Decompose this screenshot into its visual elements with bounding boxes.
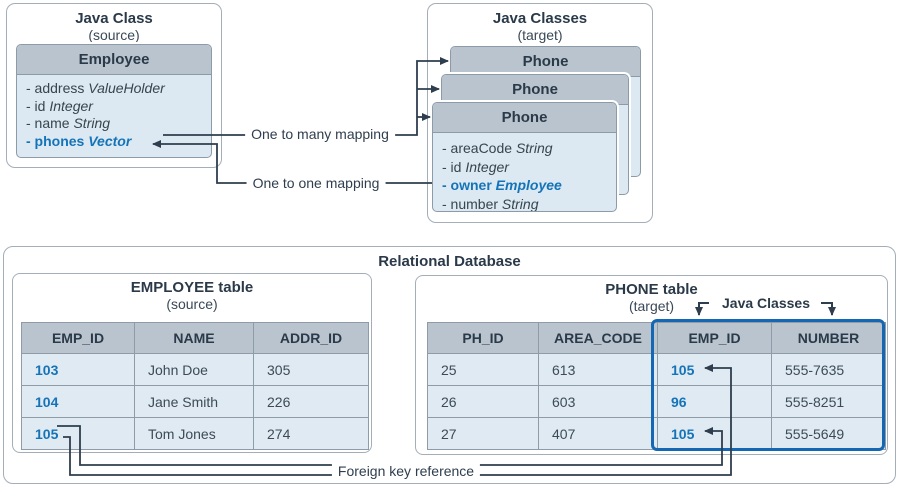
employee-class-name: Employee: [17, 45, 211, 75]
attribute-name: - name String: [26, 115, 111, 131]
source-box-subtitle: (source): [88, 27, 140, 43]
addr-id-cell: 305: [253, 353, 369, 386]
target-box-subtitle: (target): [517, 27, 563, 43]
area-code-cell: 613: [538, 353, 658, 386]
employee-header-row: EMP_ID NAME ADDR_ID: [21, 322, 369, 354]
source-box-title: Java Class: [75, 10, 153, 27]
phone-attributes: - areaCode String - id Integer - owner E…: [433, 133, 616, 212]
one-to-one-mapping-label: One to one mapping: [246, 175, 386, 191]
emp-id-cell: 105: [657, 417, 772, 450]
java-classes-pointer-label: Java Classes: [716, 295, 816, 311]
emp-id-cell: 96: [657, 385, 772, 418]
number-cell: 555-8251: [771, 385, 886, 418]
target-box-title: Java Classes: [492, 10, 588, 27]
area-code-cell: 603: [538, 385, 658, 418]
employee-class-box: Employee - address ValueHolder - id Inte…: [16, 44, 212, 158]
emp-id-cell: 103: [21, 353, 135, 386]
relational-database-title: Relational Database: [378, 253, 521, 270]
column-header-number: NUMBER: [771, 322, 886, 354]
number-cell: 555-7635: [771, 353, 886, 386]
attribute-address: - address ValueHolder: [26, 80, 165, 96]
ph-id-cell: 26: [427, 385, 539, 418]
table-row: 104 Jane Smith 226: [21, 385, 369, 418]
area-code-cell: 407: [538, 417, 658, 450]
table-row: 25 613 105 555-7635: [427, 353, 886, 386]
name-cell: Jane Smith: [134, 385, 254, 418]
column-header-ph-id: PH_ID: [427, 322, 539, 354]
attribute-id: - id Integer: [26, 97, 93, 114]
addr-id-cell: 274: [253, 417, 369, 450]
column-header-area-code: AREA_CODE: [538, 322, 658, 354]
column-header-name: NAME: [134, 322, 254, 354]
phone-middle-class-name: Phone: [442, 75, 628, 105]
attribute-id: - id Integer: [442, 158, 509, 175]
employee-attributes: - address ValueHolder - id Integer - nam…: [17, 75, 211, 150]
employee-table-title: EMPLOYEE table: [130, 279, 254, 296]
phone-front-class-name: Phone: [433, 103, 616, 133]
phone-table-subtitle: (target): [628, 298, 675, 314]
phone-back-class-name: Phone: [451, 47, 640, 77]
column-header-emp-id: EMP_ID: [657, 322, 772, 354]
number-cell: 555-5649: [771, 417, 886, 450]
table-row: 26 603 96 555-8251: [427, 385, 886, 418]
name-cell: John Doe: [134, 353, 254, 386]
phone-table: PH_ID AREA_CODE EMP_ID NUMBER 25 613 105…: [427, 322, 886, 450]
one-to-many-mapping-label: One to many mapping: [245, 126, 395, 142]
emp-id-cell: 105: [21, 417, 135, 450]
employee-table: EMP_ID NAME ADDR_ID 103 John Doe 305 104…: [21, 322, 369, 450]
phone-header-row: PH_ID AREA_CODE EMP_ID NUMBER: [427, 322, 886, 354]
ph-id-cell: 27: [427, 417, 539, 450]
ph-id-cell: 25: [427, 353, 539, 386]
emp-id-cell: 105: [657, 353, 772, 386]
table-row: 105 Tom Jones 274: [21, 417, 369, 450]
phone-table-title: PHONE table: [605, 281, 698, 298]
employee-table-subtitle: (source): [166, 296, 218, 312]
attribute-areacode: - areaCode String: [442, 140, 553, 156]
column-header-emp-id: EMP_ID: [21, 322, 135, 354]
emp-id-cell: 104: [21, 385, 135, 418]
table-row: 27 407 105 555-5649: [427, 417, 886, 450]
attribute-number: - number String: [442, 195, 539, 212]
foreign-key-reference-label: Foreign key reference: [331, 463, 481, 479]
attribute-owner: - owner Employee: [442, 177, 562, 193]
column-header-addr-id: ADDR_ID: [253, 322, 369, 354]
phone-class-box-front: Phone - areaCode String - id Integer - o…: [432, 102, 617, 212]
name-cell: Tom Jones: [134, 417, 254, 450]
addr-id-cell: 226: [253, 385, 369, 418]
attribute-phones: - phones Vector: [26, 132, 132, 149]
table-row: 103 John Doe 305: [21, 353, 369, 386]
